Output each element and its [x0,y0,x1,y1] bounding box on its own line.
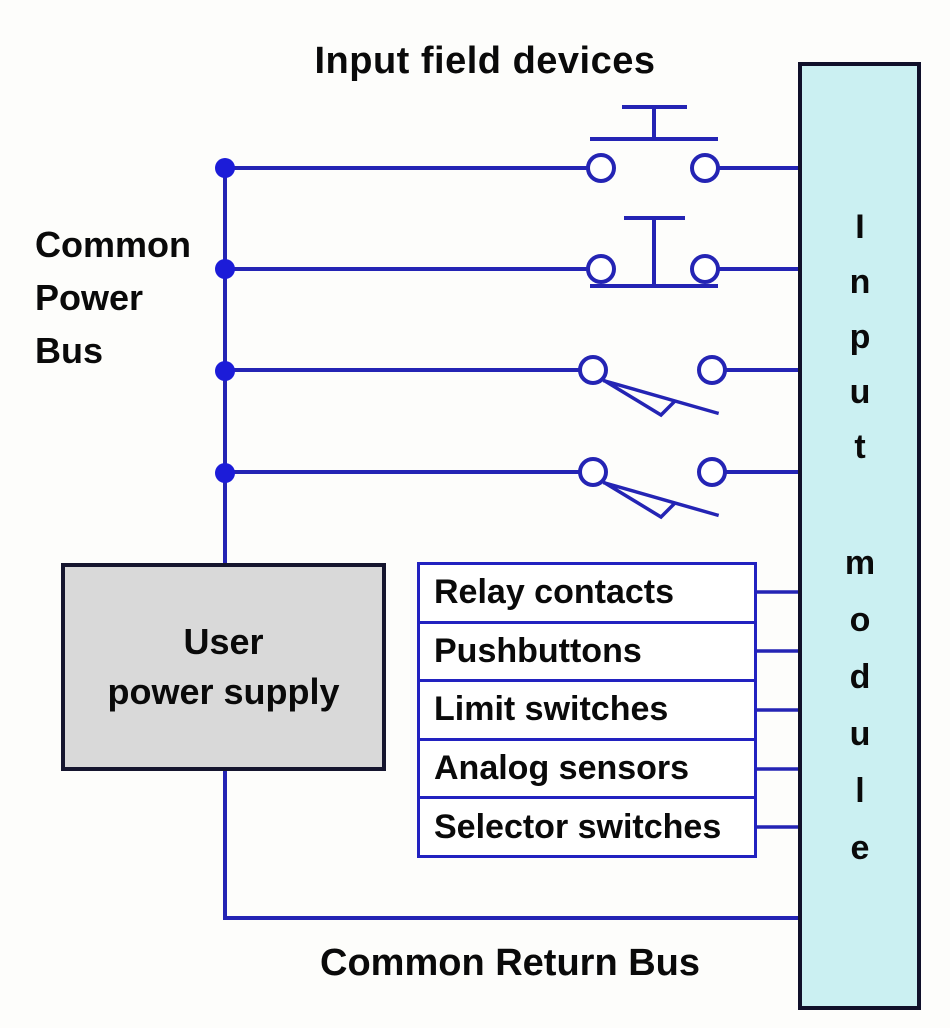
power-bus-label-line3: Bus [35,330,104,371]
limit-switch-symbol-2 [578,457,727,520]
bus-junction-dots [215,158,235,483]
device-row-relay-contacts: Relay contacts [434,573,674,612]
input-module-box: Input module [798,62,921,1010]
power-bus-label-line1: Common [35,224,191,265]
device-row-pushbuttons: Pushbuttons [420,620,754,680]
common-return-bus-label: Common Return Bus [320,942,700,984]
power-supply-label-line1: User [183,621,264,662]
power-supply-label-line2: power supply [107,671,340,712]
device-row-limit-switches: Limit switches [420,679,754,738]
diagram-title: Input field devices [314,40,656,82]
device-row-selector-switches: Selector switches [420,796,754,855]
input-device-list: Relay contacts Pushbuttons Limit switche… [417,562,757,858]
pushbutton-nc-symbol [586,216,720,288]
device-list-connector-stubs [755,590,800,829]
limit-switch-symbol-1 [578,355,727,418]
pushbutton-no-symbol [586,105,720,183]
input-module-label-word1: Input [841,208,879,483]
common-return-bus-line [223,768,800,920]
user-power-supply-box: User power supply [61,563,386,771]
input-module-label-word2: module [841,544,879,886]
common-power-bus-label: Common Power Bus [35,218,191,377]
device-row-analog-sensors: Analog sensors [420,737,754,797]
power-bus-label-line2: Power [35,277,144,318]
